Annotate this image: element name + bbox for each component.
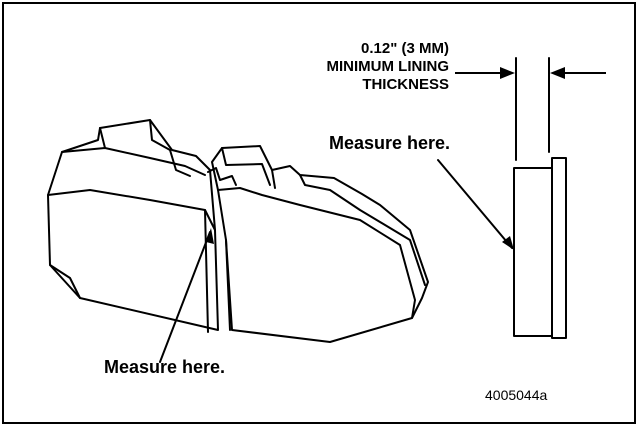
leader-line-top <box>437 159 513 249</box>
dimension-arrow-right <box>550 67 606 79</box>
leader-arrowhead-top <box>502 236 514 250</box>
right-brake-pad <box>211 145 429 343</box>
leader-arrowhead-bottom <box>206 228 214 244</box>
minimum-thickness-label: 0.12" (3 MM) MINIMUM LINING THICKNESS <box>327 40 449 94</box>
side-view-pad <box>513 157 567 339</box>
spec-line-2: MINIMUM LINING <box>326 58 449 75</box>
figure-id: 4005044a <box>485 387 548 403</box>
spec-line-3: THICKNESS <box>362 76 449 93</box>
measure-here-label-bottom: Measure here. <box>104 357 226 377</box>
dimension-arrow-left <box>455 67 515 79</box>
leader-line-bottom <box>159 231 211 363</box>
center-slot <box>207 167 237 186</box>
spec-line-1: 0.12" (3 MM) <box>361 40 449 57</box>
left-brake-pad <box>47 119 219 333</box>
measure-here-label-top: Measure here. <box>329 133 451 153</box>
